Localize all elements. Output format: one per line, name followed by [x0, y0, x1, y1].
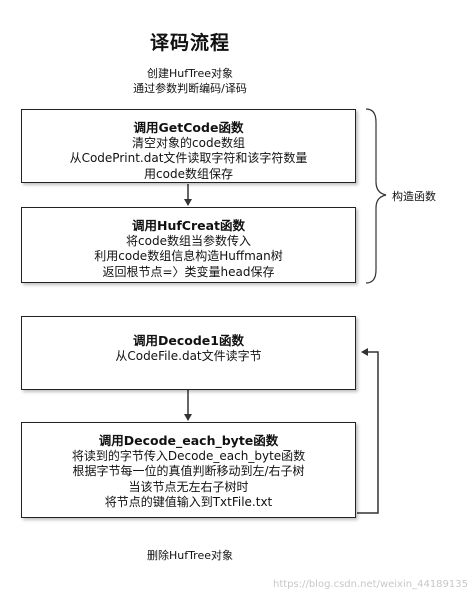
box-decode1-line: 从CodeFile.dat文件读字节 [115, 348, 262, 363]
box-decode-each-byte-line: 将读到的字节传入Decode_each_byte函数 [71, 448, 306, 463]
brace-label: 构造函数 [392, 190, 436, 203]
box-hufcreat-head: 调用HufCreat函数 [131, 218, 246, 233]
intro-line-1: 创建HufTree对象 [146, 67, 234, 80]
box-decode1: 调用Decode1函数 从CodeFile.dat文件读字节 [21, 316, 356, 390]
watermark: https://blog.csdn.net/weixin_44189135 [272, 579, 468, 590]
box-decode-each-byte-line: 根据字节每一位的真值判断移动到左/右子树 [72, 464, 305, 478]
box-hufcreat-line: 利用code数组信息构造Huffman树 [94, 249, 283, 263]
box-decode-each-byte: 调用Decode_each_byte函数 将读到的字节传入Decode_each… [21, 422, 356, 518]
box-decode1-head: 调用Decode1函数 [133, 333, 244, 348]
brace-constructor [365, 108, 387, 284]
box-getcode-line: 用code数组保存 [144, 166, 233, 181]
box-hufcreat: 调用HufCreat函数 将code数组当参数传入 利用code数组信息构造Hu… [21, 207, 356, 283]
box-decode-each-byte-line: 将节点的键值输入到TxtFile.txt [104, 495, 273, 509]
box-getcode-line: 清空对象的code数组 [132, 135, 245, 150]
box-hufcreat-line: 返回根节点=〉类变量head保存 [102, 264, 275, 279]
box-getcode-head: 调用GetCode函数 [133, 120, 244, 135]
page-title: 译码流程 [149, 32, 230, 54]
box-getcode: 调用GetCode函数 清空对象的code数组 从CodePrint.dat文件… [21, 109, 356, 183]
outro-line: 删除HufTree对象 [146, 549, 234, 562]
box-getcode-line: 从CodePrint.dat文件读取字符和该字符数量 [69, 151, 308, 165]
box-hufcreat-line: 将code数组当参数传入 [126, 233, 251, 248]
loop-arrow-box4-box3 [357, 348, 379, 514]
box-decode-each-byte-head: 调用Decode_each_byte函数 [98, 433, 279, 448]
box-decode-each-byte-line: 当该节点无左右子树时 [128, 479, 249, 494]
intro-line-2: 通过参数判断编码/译码 [133, 82, 247, 95]
